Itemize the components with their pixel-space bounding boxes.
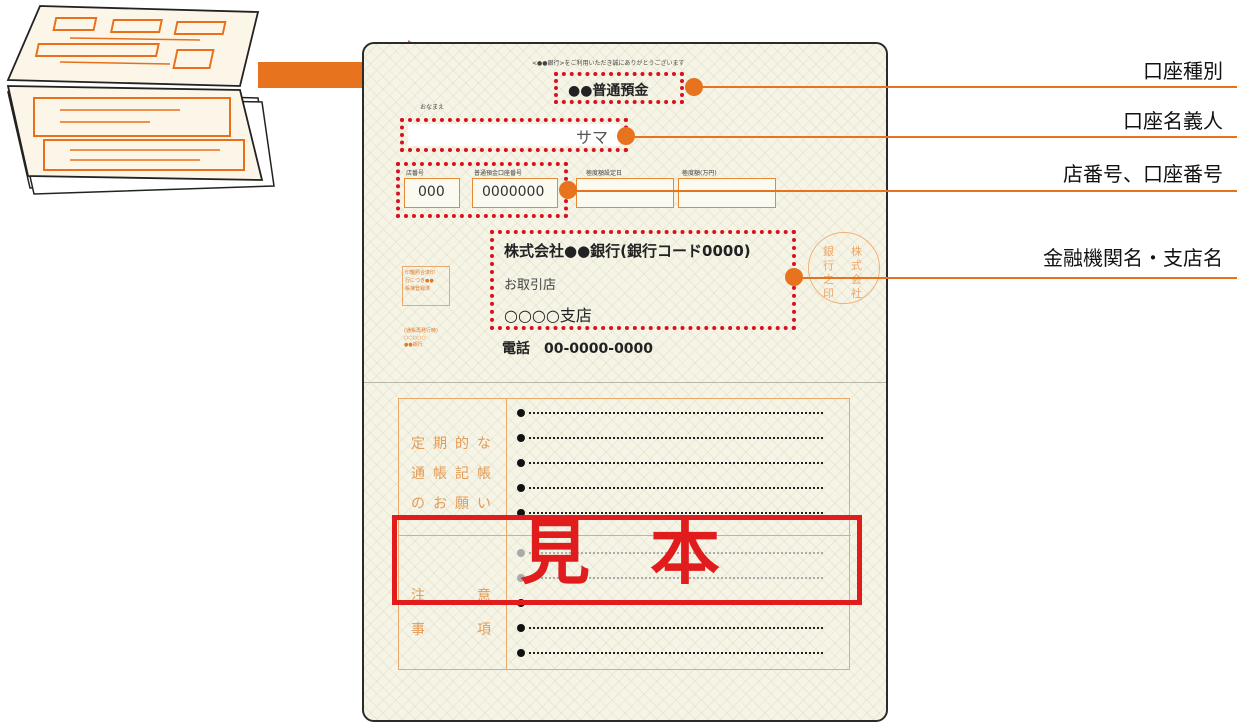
callout-line-account-type bbox=[694, 86, 1237, 88]
request-side-column bbox=[399, 399, 507, 669]
bullet-line bbox=[517, 434, 823, 444]
passbook-header-note: <●●銀行>をご利用いただき誠にありがとうございます bbox=[532, 60, 685, 67]
bullet-line bbox=[517, 409, 823, 419]
callout-line-account-number bbox=[568, 190, 1237, 192]
seal-char: 行 bbox=[823, 259, 834, 272]
seal-char: 株 bbox=[851, 245, 862, 258]
branch-number: 000 bbox=[418, 184, 445, 200]
callout-line-account-holder bbox=[626, 136, 1237, 138]
bullet-line bbox=[517, 649, 823, 659]
branch-number-box bbox=[404, 178, 460, 208]
stamp-line: 印鑑照合済印 bbox=[405, 270, 436, 276]
fold-line bbox=[364, 382, 886, 383]
branch-number-label: 店番号 bbox=[406, 170, 425, 177]
callout-label-bank-name: 金融機関名・支店名 bbox=[1043, 246, 1223, 270]
phone-number: 電話 00-0000-0000 bbox=[502, 341, 654, 357]
account-number: 0000000 bbox=[482, 184, 545, 200]
bullet-line bbox=[517, 549, 823, 559]
bullet-line bbox=[517, 509, 823, 519]
branch-label: お取引店 bbox=[504, 278, 557, 293]
limit-date-box bbox=[576, 178, 674, 208]
bank-name: 株式会社●●銀行(銀行コード0000) bbox=[504, 242, 751, 260]
account-type: ●●普通預金 bbox=[568, 83, 649, 99]
limit-amount-label: 極度額(万円) bbox=[682, 170, 717, 177]
notes-title-line: 事 項 bbox=[411, 622, 499, 638]
callout-dot-account-type bbox=[685, 78, 703, 96]
bullet-line bbox=[517, 574, 823, 584]
account-type-highlight bbox=[554, 72, 684, 104]
callout-label-account-holder: 口座名義人 bbox=[1123, 109, 1223, 133]
account-holder-name: サマ bbox=[576, 128, 609, 147]
passbook-page: <●●銀行>をご利用いただき誠にありがとうございます ●●普通預金 おなまえ サ… bbox=[362, 42, 888, 722]
bullet-line bbox=[517, 624, 823, 634]
stamp-box: 印鑑照合済印 行につき●● 帳簿登録済 bbox=[402, 266, 450, 306]
seal-char: 式 bbox=[851, 259, 862, 272]
reissue-line: ○○○○○ bbox=[404, 335, 426, 341]
request-title-line: のお願い bbox=[411, 496, 499, 512]
seal-char: 社 bbox=[851, 287, 862, 300]
passbook-illustration bbox=[6, 5, 275, 195]
name-label: おなまえ bbox=[420, 104, 445, 111]
bullet-line bbox=[517, 459, 823, 469]
sample-stamp-box bbox=[392, 515, 862, 605]
callout-label-account-number: 店番号、口座番号 bbox=[1063, 162, 1223, 186]
callout-label-account-type: 口座種別 bbox=[1143, 59, 1223, 83]
callout-dot-account-holder bbox=[617, 127, 635, 145]
branch-name: ○○○○支店 bbox=[504, 306, 592, 325]
bank-seal: 銀 株 行 式 之 会 印 社 bbox=[808, 232, 880, 304]
seal-char: 之 bbox=[823, 273, 834, 286]
reissue-note: (通帳再発行時) ○○○○○ ●●銀行 bbox=[404, 328, 438, 349]
callout-dot-account-number bbox=[559, 181, 577, 199]
seal-char: 印 bbox=[823, 287, 834, 300]
bullet-line bbox=[517, 484, 823, 494]
stamp-line: 行につき●● bbox=[405, 278, 434, 284]
stamp-line: 帳簿登録済 bbox=[405, 286, 431, 292]
request-title-line: 通帳記帳 bbox=[411, 466, 499, 482]
callout-dot-bank-name bbox=[785, 268, 803, 286]
limit-date-label: 極度額設定日 bbox=[586, 170, 623, 177]
limit-amount-box bbox=[678, 178, 776, 208]
account-number-box bbox=[472, 178, 558, 208]
sample-stamp-text: 見本 bbox=[520, 511, 780, 594]
reissue-line: ●●銀行 bbox=[404, 342, 423, 348]
seal-char: 銀 bbox=[823, 245, 834, 258]
reissue-line: (通帳再発行時) bbox=[404, 328, 438, 334]
account-holder-field bbox=[408, 124, 620, 146]
seal-char: 会 bbox=[851, 273, 862, 286]
table-divider bbox=[399, 535, 851, 536]
callout-line-bank-name bbox=[796, 277, 1237, 279]
account-number-label: 普通預金口座番号 bbox=[474, 170, 523, 177]
request-title-line: 定期的な bbox=[411, 436, 499, 452]
